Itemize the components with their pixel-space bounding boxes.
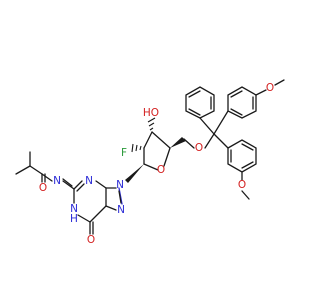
bond-c4-n3 [95,180,107,189]
phenyl-double-3 [188,108,201,116]
phenyl-hexagon [185,86,215,119]
molecule-diagram: HO F O O O O N N N N H N O O [15,79,285,246]
bond-o-methyl-bottom [241,190,250,200]
hash-c3-oh-3 [147,117,156,123]
hash-c3-oh-2 [148,122,155,127]
bond-c4-c3 [151,131,171,149]
hash-c2-f-2 [135,144,138,152]
hash-c2-f-3 [131,143,134,153]
c6-oxygen-label: O [87,234,95,246]
hydroxyl-label: HO [143,107,159,119]
n3-label: N [85,175,93,187]
bond-ctrityl-anisyl-top [213,110,229,135]
bond-ch-methyl-1 [15,165,31,175]
purine-system [62,178,123,235]
hash-c3-oh-1 [149,127,154,131]
anisyl-top-double-3 [230,108,243,116]
methoxy-oxygen-bottom-label: O [238,179,246,191]
anisyl-bottom-double-2 [241,161,254,169]
bond-o4-c4 [163,147,171,167]
bond-c2-namide [62,180,75,190]
n1-hydrogen-label: H [70,213,78,225]
bond-c2-namide-double [62,178,73,187]
wedge-c1-n9 [125,164,144,183]
n9-label: N [116,179,124,191]
bond-anisyl-top-o [255,89,267,96]
bond-n3-c2 [73,180,83,190]
methoxyphenyl-ring-bottom [213,133,257,200]
bond-o-methyl-top [274,79,285,86]
stereo-bonds [125,117,186,183]
bond-c5-oether [183,138,195,149]
phenyl-double-1 [188,90,201,98]
anisyl-top-double-1 [230,90,243,98]
bond-carbonyl-ch [29,165,43,175]
methoxy-oxygen-top-label: O [266,82,274,94]
bond-n1-c6 [77,214,91,223]
phenyl-ring [185,86,215,135]
structure-canvas: HO F O O O O N N N N H N O O [15,79,285,246]
bond-c8-n7-double [118,190,122,204]
bond-c3-c2 [143,131,153,149]
n1-label: N [70,203,78,215]
ring-oxygen-label: O [157,164,165,176]
anisyl-bottom-hexagon [227,139,257,173]
bond-ctrityl-anisyl-bottom [213,133,229,149]
bond-c6-c5 [89,205,107,223]
bond-n3-c2-double [76,183,85,192]
bond-namide-ccarbonyl [41,173,53,182]
methoxyphenyl-ring-top [213,79,285,135]
furanose-ring [143,131,171,171]
wedge-c4-c5 [170,137,186,148]
amide-oxygen-label: O [39,182,47,194]
bond-c1-o4 [143,163,159,171]
bond-oether-ctrityl [204,133,215,149]
bond-c5-n7 [105,205,117,211]
n7-label: N [117,204,125,216]
ether-oxygen-label: O [195,142,203,154]
amide-nitrogen-label: N [53,175,61,187]
bond-ctrityl-ph [199,117,215,135]
isobutyryl-group [15,151,53,183]
fluorine-label: F [121,147,127,159]
hash-c2-f-1 [139,145,142,151]
anisyl-bottom-double-1 [241,143,254,151]
